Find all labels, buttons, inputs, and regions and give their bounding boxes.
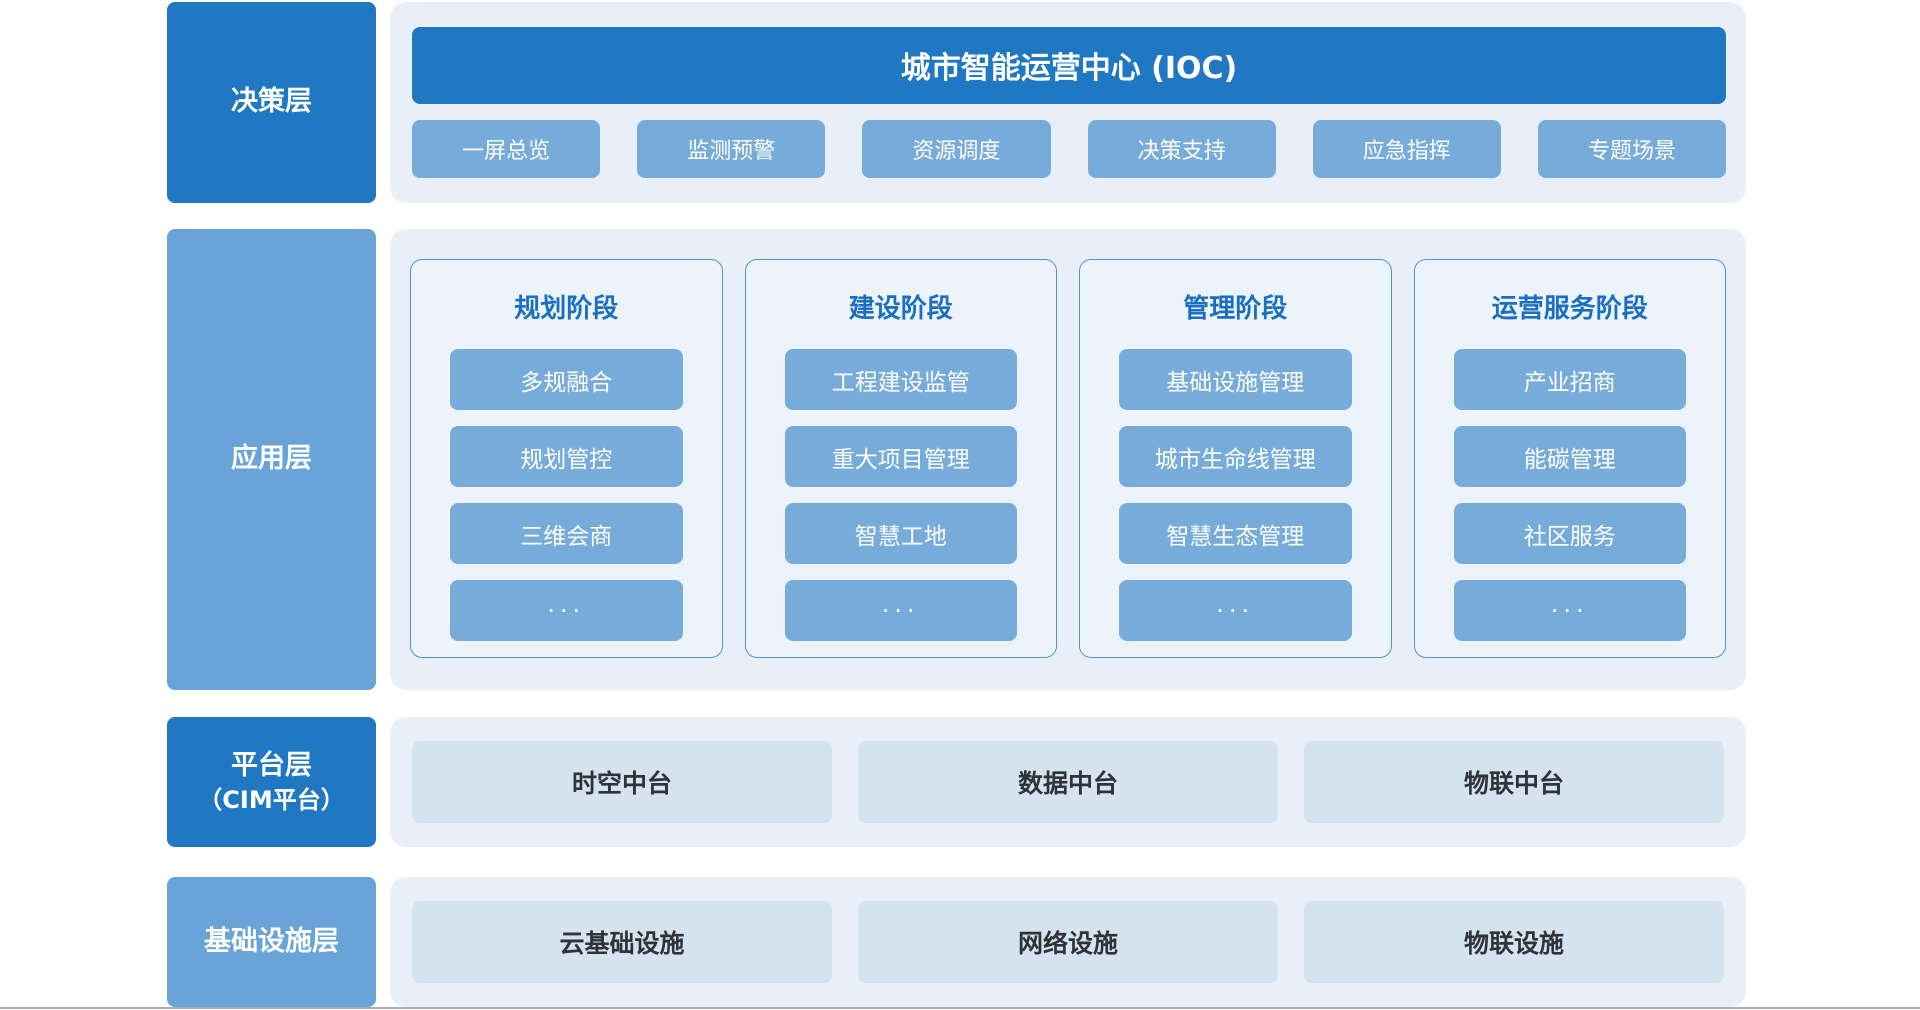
platform-box-data: 数据中台	[858, 741, 1278, 823]
app-item: 社区服务	[1453, 503, 1686, 564]
platform-layer-label: 平台层 （CIM平台）	[167, 717, 376, 847]
app-column-management-title: 管理阶段	[1183, 294, 1288, 324]
app-column-operation-service-title: 运营服务阶段	[1491, 294, 1648, 324]
decision-chip-row: 一屏总览 监测预警 资源调度 决策支持 应急指挥 专题场景	[412, 119, 1727, 178]
decision-layer-label: 决策层	[167, 2, 376, 203]
app-column-planning: 规划阶段 多规融合 规划管控 三维会商 ···	[410, 259, 723, 658]
app-item: 智慧生态管理	[1119, 503, 1352, 564]
platform-layer-label-line2: （CIM平台）	[198, 786, 345, 815]
application-layer-panel: 规划阶段 多规融合 规划管控 三维会商 ··· 建设阶段 工程建设监管 重大项目…	[390, 229, 1746, 690]
application-layer-label: 应用层	[167, 229, 376, 690]
ioc-title-bar: 城市智能运营中心 (IOC)	[412, 27, 1726, 104]
app-column-planning-title: 规划阶段	[514, 294, 619, 324]
infra-box-iot: 物联设施	[1304, 901, 1724, 983]
ioc-title-text: 城市智能运营中心 (IOC)	[900, 51, 1238, 87]
app-item: 基础设施管理	[1119, 349, 1352, 410]
platform-box-spatiotemporal: 时空中台	[412, 741, 832, 823]
app-item: 城市生命线管理	[1119, 426, 1352, 487]
application-layer-row: 应用层 规划阶段 多规融合 规划管控 三维会商 ··· 建设阶段 工程建设监管 …	[167, 229, 1746, 690]
platform-layer-panel: 时空中台 数据中台 物联中台	[390, 717, 1746, 847]
bottom-border-line	[0, 1007, 1920, 1009]
platform-layer-label-line1: 平台层	[231, 749, 312, 781]
app-item: 规划管控	[450, 426, 683, 487]
platform-layer-row: 平台层 （CIM平台） 时空中台 数据中台 物联中台	[167, 717, 1746, 847]
infra-box-network: 网络设施	[858, 901, 1278, 983]
app-column-operation-service: 运营服务阶段 产业招商 能碳管理 社区服务 ···	[1413, 259, 1726, 658]
app-item-ellipsis: ···	[1453, 580, 1686, 641]
infrastructure-layer-panel: 云基础设施 网络设施 物联设施	[390, 877, 1746, 1007]
chip-decision-support: 决策支持	[1087, 119, 1276, 178]
infra-box-cloud: 云基础设施	[412, 901, 832, 983]
app-item-ellipsis: ···	[784, 580, 1017, 641]
app-item-ellipsis: ···	[1119, 580, 1352, 641]
row-gap	[167, 203, 1746, 229]
row-gap	[167, 690, 1746, 717]
layer-stack: 决策层 城市智能运营中心 (IOC) 一屏总览 监测预警 资源调度 决策支持 应…	[167, 2, 1746, 1007]
app-column-construction: 建设阶段 工程建设监管 重大项目管理 智慧工地 ···	[744, 259, 1057, 658]
app-item: 重大项目管理	[784, 426, 1017, 487]
chip-overview: 一屏总览	[412, 119, 601, 178]
chip-monitor-warning: 监测预警	[637, 119, 826, 178]
chip-resource-dispatch: 资源调度	[862, 119, 1051, 178]
app-column-management: 管理阶段 基础设施管理 城市生命线管理 智慧生态管理 ···	[1079, 259, 1392, 658]
chip-emergency-command: 应急指挥	[1312, 119, 1501, 178]
infrastructure-layer-label: 基础设施层	[167, 877, 376, 1007]
app-item: 智慧工地	[784, 503, 1017, 564]
platform-box-iot: 物联中台	[1304, 741, 1724, 823]
app-item-ellipsis: ···	[450, 580, 683, 641]
app-item: 工程建设监管	[784, 349, 1017, 410]
app-item: 能碳管理	[1453, 426, 1686, 487]
infrastructure-layer-label-text: 基础设施层	[204, 925, 339, 957]
decision-layer-row: 决策层 城市智能运营中心 (IOC) 一屏总览 监测预警 资源调度 决策支持 应…	[167, 2, 1746, 203]
app-item: 产业招商	[1453, 349, 1686, 410]
decision-layer-panel: 城市智能运营中心 (IOC) 一屏总览 监测预警 资源调度 决策支持 应急指挥 …	[390, 2, 1746, 203]
app-item: 多规融合	[450, 349, 683, 410]
row-gap	[167, 847, 1746, 877]
application-layer-label-text: 应用层	[231, 443, 312, 475]
decision-layer-label-text: 决策层	[231, 86, 312, 118]
infrastructure-layer-row: 基础设施层 云基础设施 网络设施 物联设施	[167, 877, 1746, 1007]
app-column-construction-title: 建设阶段	[848, 294, 953, 324]
app-item: 三维会商	[450, 503, 683, 564]
chip-theme-scene: 专题场景	[1537, 119, 1727, 178]
